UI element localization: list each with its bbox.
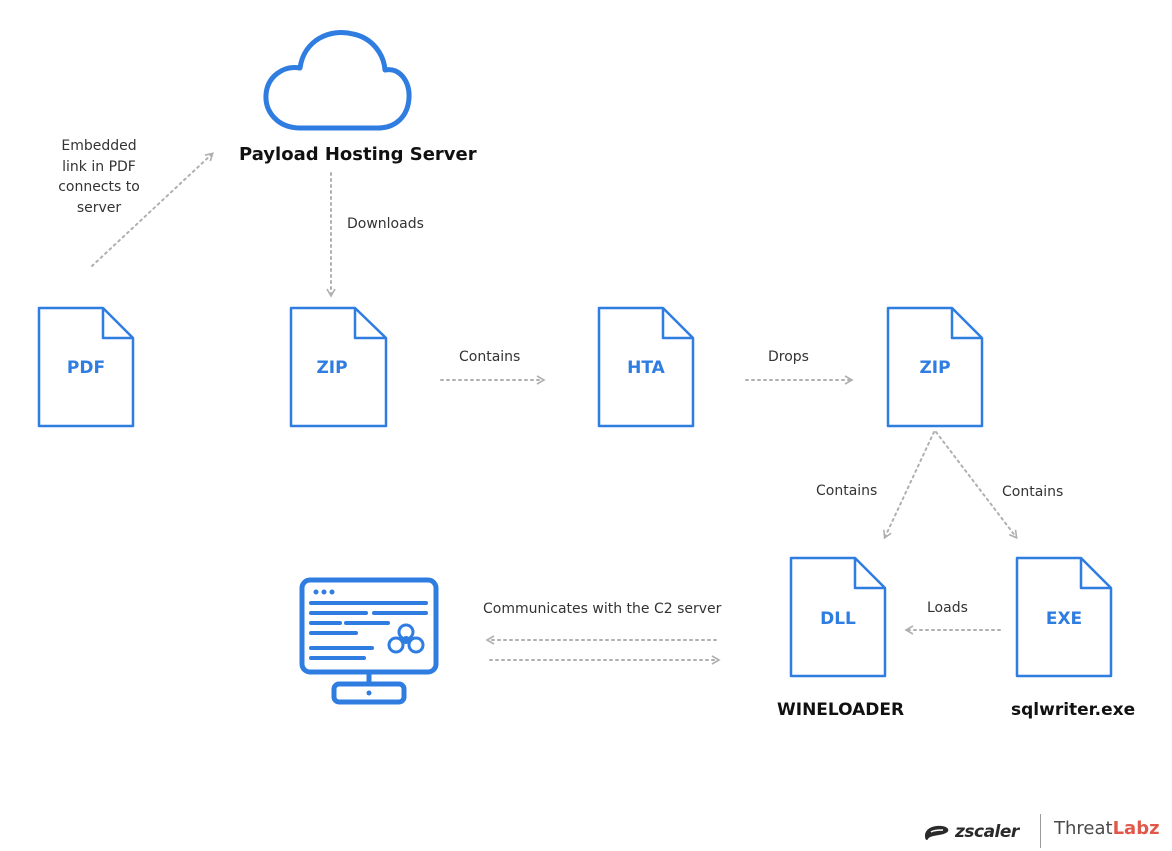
caption-wineloader: WINELOADER [777, 700, 905, 720]
file-label-dll: DLL [820, 609, 856, 629]
threatlabz-labz: Labz [1112, 818, 1160, 839]
file-node-zip-2: ZIP [886, 306, 984, 428]
label-embedded-line-3: connects to [58, 179, 140, 195]
brand-divider [1040, 814, 1041, 848]
monitor-stand [331, 681, 407, 705]
file-node-pdf: PDF [37, 306, 135, 428]
screen-dot [329, 589, 335, 595]
label-embedded-link: Embedded link in PDF connects to server [44, 136, 154, 218]
label-contains-zip-hta: Contains [459, 349, 521, 365]
file-label-zip-1: ZIP [316, 358, 347, 378]
cloud-icon [263, 30, 412, 131]
caption-sqlwriter: sqlwriter.exe [1011, 700, 1136, 720]
zscaler-wordmark: zscaler [955, 822, 1019, 842]
arrow-zip-to-dll [883, 431, 935, 540]
document-icon [37, 306, 135, 428]
file-node-hta: HTA [597, 306, 695, 428]
c2-monitor [299, 577, 439, 705]
label-downloads: Downloads [347, 216, 424, 232]
server-title: Payload Hosting Server [239, 144, 477, 165]
label-drops: Drops [768, 349, 809, 365]
file-label-zip-2: ZIP [919, 358, 950, 378]
label-contains-exe: Contains [1002, 484, 1064, 500]
file-label-exe: EXE [1046, 609, 1082, 629]
document-icon [289, 306, 388, 428]
label-c2: Communicates with the C2 server [483, 601, 722, 617]
label-embedded-line-1: Embedded [61, 138, 137, 154]
file-node-dll: DLL [789, 556, 887, 678]
label-contains-dll: Contains [816, 483, 878, 499]
file-label-pdf: PDF [67, 358, 105, 378]
document-icon [886, 306, 984, 428]
label-loads: Loads [927, 600, 968, 616]
label-embedded-line-4: server [76, 199, 122, 216]
document-icon [1015, 556, 1113, 678]
file-node-exe: EXE [1015, 556, 1113, 678]
arrow-zip-to-exe [935, 431, 1018, 540]
screen-dot [321, 589, 327, 595]
zscaler-logo: zscaler [922, 818, 1019, 846]
zscaler-mark-icon [925, 825, 949, 840]
monitor-power-dot [366, 690, 372, 696]
screen-dot [313, 589, 319, 595]
threatlabz-logo: ThreatLabz [1054, 818, 1160, 839]
file-label-hta: HTA [627, 358, 666, 378]
label-embedded-line-2: link in PDF [62, 158, 136, 175]
threatlabz-threat: Threat [1054, 818, 1113, 839]
file-node-zip-1: ZIP [289, 306, 388, 428]
document-icon [597, 306, 695, 428]
document-icon [789, 556, 887, 678]
biohazard-icon [387, 623, 425, 654]
